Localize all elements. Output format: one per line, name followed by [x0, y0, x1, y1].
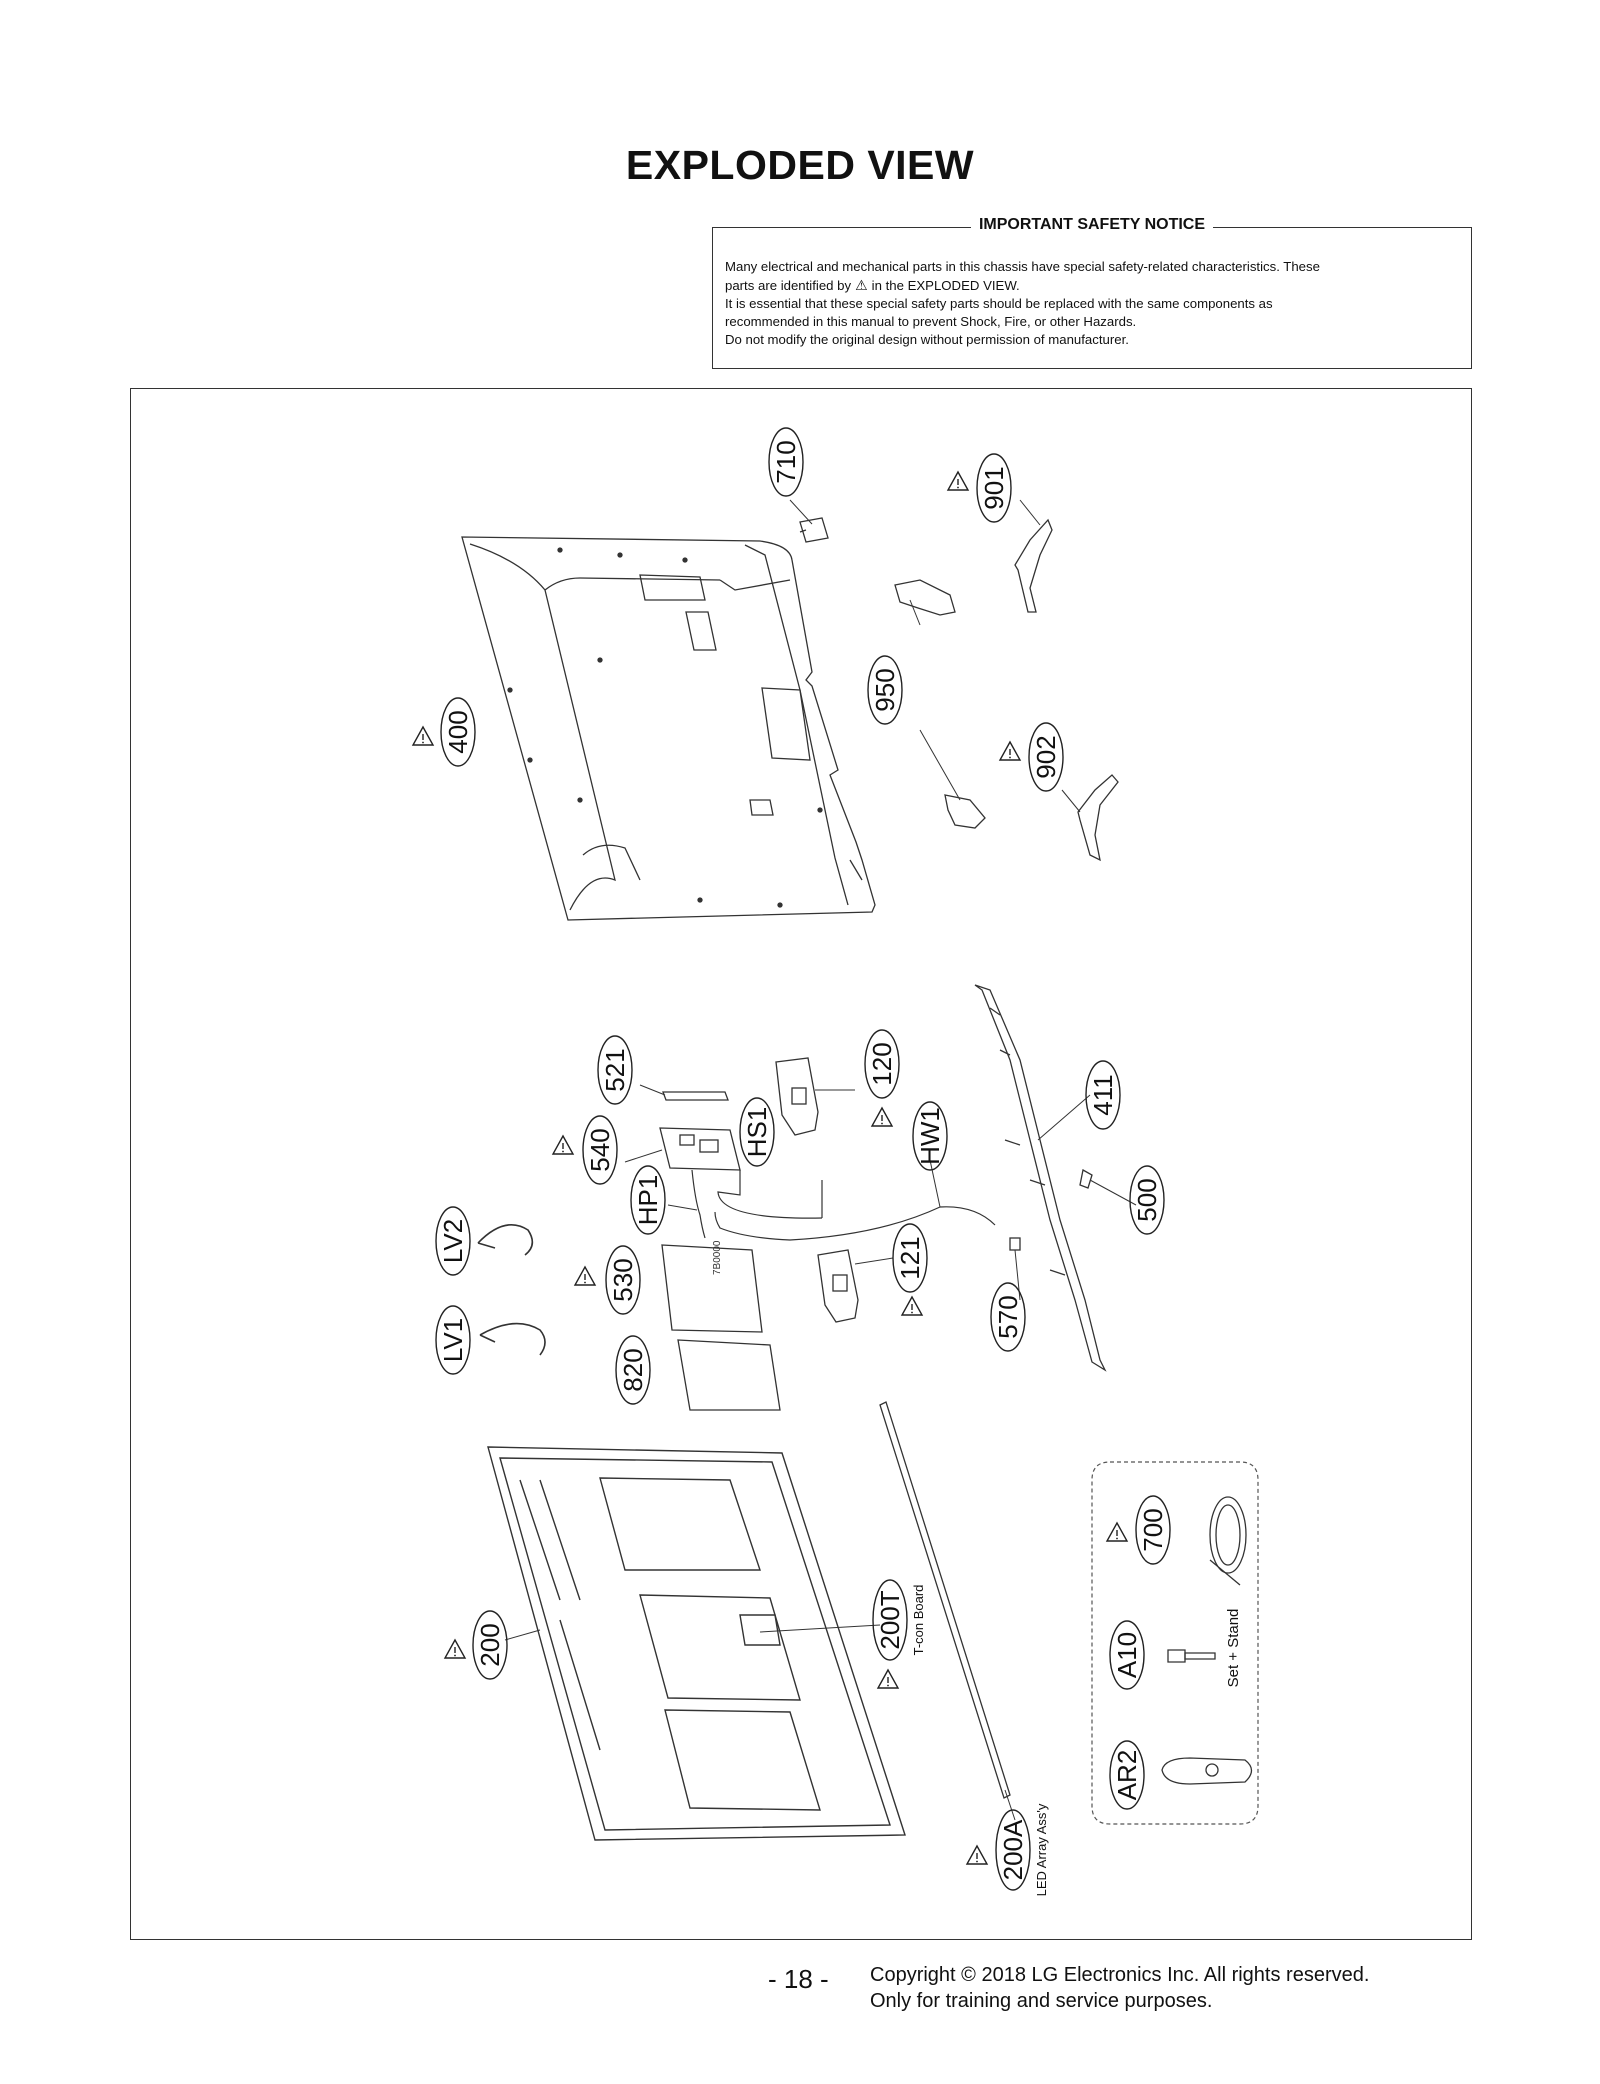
part-521-board	[662, 1091, 729, 1101]
stand-bracket-950-part	[894, 579, 986, 829]
diagram-frame	[130, 388, 1472, 1940]
callout-521: 521	[600, 1048, 630, 1091]
callout-530: 530	[608, 1258, 638, 1301]
warning-triangle-icon	[877, 1669, 899, 1689]
page-number: - 18 -	[768, 1964, 829, 1994]
warning-triangle-icon	[574, 1266, 596, 1286]
callout-lv1: LV1	[438, 1318, 468, 1362]
warning-triangle-icon	[966, 1845, 988, 1865]
stand-901-part	[1014, 518, 1053, 613]
callout-200a: 200A	[998, 1819, 1028, 1880]
safety-notice-heading: IMPORTANT SAFETY NOTICE	[970, 216, 1214, 233]
tcon-board-label: T-con Board	[911, 1585, 926, 1656]
callout-hs1: HS1	[742, 1107, 772, 1158]
notice-line-2: parts are identified by⚠in the EXPLODED …	[725, 277, 1020, 293]
notice-line-1: Many electrical and mechanical parts in …	[725, 259, 1320, 274]
callout-411: 411	[1088, 1074, 1118, 1115]
page-title: EXPLODED VIEW	[625, 142, 975, 188]
warning-triangle-icon	[412, 726, 434, 746]
callout-710: 710	[771, 440, 801, 483]
callout-120: 120	[867, 1042, 897, 1085]
callout-200t: 200T	[875, 1590, 905, 1649]
warning-triangle-icon: ⚠	[855, 277, 868, 293]
svg-text:7B0000: 7B0000	[712, 1240, 723, 1275]
lvds-cable-lv1-part	[479, 1322, 546, 1356]
speaker-120-part	[775, 1057, 819, 1136]
back-cover-part	[461, 536, 876, 921]
warning-triangle-icon	[1106, 1522, 1128, 1542]
led-array-label: LED Array Ass'y	[1034, 1803, 1049, 1896]
safety-notice-box: IMPORTANT SAFETY NOTICE Many electrical …	[712, 216, 1472, 369]
callout-121: 121	[895, 1236, 925, 1279]
callout-570: 570	[993, 1295, 1023, 1338]
notice-line-4: recommended in this manual to prevent Sh…	[725, 314, 1137, 329]
main-board-540-part	[659, 1127, 741, 1171]
callout-950: 950	[870, 668, 900, 711]
callout-400: 400	[443, 710, 473, 753]
hp1-wire-part	[691, 1169, 706, 1239]
power-board-530-part	[661, 1244, 763, 1333]
callout-a10: A10	[1112, 1632, 1142, 1678]
hs1-wire-part	[717, 1170, 823, 1219]
callout-901: 901	[979, 466, 1009, 509]
screw-a10-part	[1167, 1649, 1216, 1663]
callout-hp1: HP1	[633, 1175, 663, 1226]
part-500-icon	[1079, 1168, 1093, 1189]
callout-lv2: LV2	[438, 1219, 468, 1263]
callout-500: 500	[1132, 1178, 1162, 1221]
warning-triangle-icon	[871, 1107, 893, 1127]
accessories-box	[1091, 1461, 1259, 1825]
warning-triangle-icon	[999, 741, 1021, 761]
callout-820: 820	[618, 1348, 648, 1391]
safety-notice-body: Many electrical and mechanical parts in …	[725, 258, 1459, 349]
insulator-820-part	[677, 1339, 781, 1411]
speaker-121-part	[817, 1249, 859, 1323]
hw1-wire-part	[714, 1206, 996, 1241]
notice-line-3: It is essential that these special safet…	[725, 296, 1273, 311]
part-570-icon	[1009, 1237, 1021, 1251]
led-array-200a-part	[879, 1401, 1011, 1799]
lvds-cable-lv2-part	[477, 1223, 534, 1256]
panel-200-part	[487, 1446, 906, 1841]
callout-hw1: HW1	[915, 1107, 945, 1165]
warning-triangle-icon	[901, 1296, 923, 1316]
callout-ar2: AR2	[1112, 1750, 1142, 1801]
set-stand-label: Set + Stand	[1225, 1609, 1242, 1688]
warning-triangle-icon	[552, 1135, 574, 1155]
callout-200: 200	[475, 1623, 505, 1666]
callout-902: 902	[1031, 735, 1061, 778]
stand-902-part	[1077, 774, 1119, 862]
remote-ar2-part	[1161, 1757, 1253, 1785]
warning-triangle-icon	[947, 471, 969, 491]
notice-line-5: Do not modify the original design withou…	[725, 332, 1129, 347]
warning-triangle-icon	[444, 1639, 466, 1659]
power-cord-700-part	[1209, 1496, 1247, 1586]
front-cabinet-411-part	[974, 984, 1107, 1372]
copyright-notice: Copyright © 2018 LG Electronics Inc. All…	[870, 1964, 1370, 2012]
callout-540: 540	[585, 1128, 615, 1171]
callout-700: 700	[1138, 1508, 1168, 1551]
part-710-bracket	[799, 517, 829, 543]
